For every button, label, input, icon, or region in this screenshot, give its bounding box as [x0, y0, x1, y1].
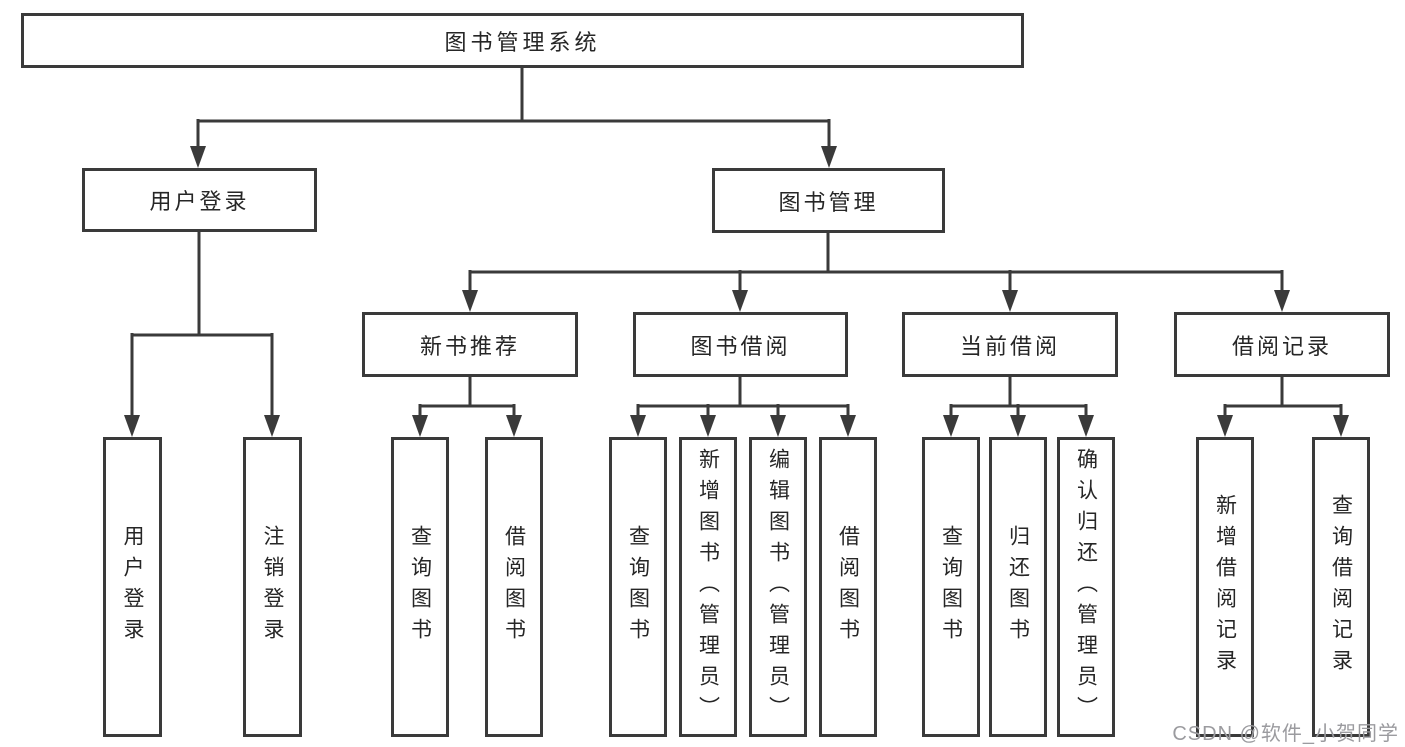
arrow-current-borrowing-icon	[1002, 290, 1018, 312]
arrow-leaf-cb-query-icon	[943, 415, 959, 437]
arrow-leaf-cb-return-icon	[1010, 415, 1026, 437]
leaf-recommend-query-books: 查询图书	[391, 437, 449, 737]
leaf-recommend-query-books-label: 查询图书	[408, 525, 432, 649]
arrow-book-borrowing-icon	[732, 290, 748, 312]
arrow-leaf-bb-borrow-icon	[840, 415, 856, 437]
leaf-records-add-borrow-record: 新增借阅记录	[1196, 437, 1254, 737]
node-user-login: 用户登录	[82, 168, 317, 232]
arrow-book-management-icon	[821, 146, 837, 168]
arrow-leaf-bb-query-icon	[630, 415, 646, 437]
node-new-book-recommend: 新书推荐	[362, 312, 578, 377]
leaf-current-confirm-return-admin-label: 确认归还（管理员）	[1074, 447, 1098, 727]
node-current-borrowing: 当前借阅	[902, 312, 1118, 377]
leaf-records-query-borrow-record-label: 查询借阅记录	[1329, 494, 1353, 680]
node-book-management-system-label: 图书管理系统	[444, 29, 601, 55]
node-borrowing-records-label: 借阅记录	[1231, 333, 1332, 359]
leaf-borrowing-edit-books-admin: 编辑图书（管理员）	[749, 437, 807, 737]
leaf-borrowing-query-books-label: 查询图书	[626, 525, 650, 649]
arrow-leaf-logout-icon	[264, 415, 280, 437]
leaf-borrowing-add-books-admin: 新增图书（管理员）	[679, 437, 737, 737]
arrow-leaf-rec-query-icon	[412, 415, 428, 437]
leaf-records-add-borrow-record-label: 新增借阅记录	[1213, 494, 1237, 680]
leaf-current-query-books: 查询图书	[922, 437, 980, 737]
arrow-leaf-br-add-icon	[1217, 415, 1233, 437]
arrow-leaf-br-query-icon	[1333, 415, 1349, 437]
arrow-user-login-icon	[190, 146, 206, 168]
arrow-borrowing-records-icon	[1274, 290, 1290, 312]
arrow-new-book-recommend-icon	[462, 290, 478, 312]
leaf-current-return-books: 归还图书	[989, 437, 1047, 737]
arrow-leaf-bb-add-icon	[700, 415, 716, 437]
leaf-borrowing-edit-books-admin-label: 编辑图书（管理员）	[766, 447, 790, 727]
leaf-borrowing-borrow-books: 借阅图书	[819, 437, 877, 737]
leaf-current-query-books-label: 查询图书	[939, 525, 963, 649]
leaf-borrowing-add-books-admin-label: 新增图书（管理员）	[696, 447, 720, 727]
node-book-management: 图书管理	[712, 168, 945, 233]
node-book-management-system: 图书管理系统	[21, 13, 1024, 68]
node-user-login-label: 用户登录	[149, 189, 250, 214]
arrow-leaf-user-login-icon	[124, 415, 140, 437]
node-new-book-recommend-label: 新书推荐	[419, 333, 520, 359]
leaf-logout-login-label: 注销登录	[261, 525, 284, 649]
node-borrowing-records: 借阅记录	[1174, 312, 1390, 377]
leaf-recommend-borrow-books: 借阅图书	[485, 437, 543, 737]
leaf-recommend-borrow-books-label: 借阅图书	[502, 525, 526, 649]
leaf-records-query-borrow-record: 查询借阅记录	[1312, 437, 1370, 737]
leaf-borrowing-query-books: 查询图书	[609, 437, 667, 737]
leaf-current-confirm-return-admin: 确认归还（管理员）	[1057, 437, 1115, 737]
leaf-logout-login: 注销登录	[243, 437, 302, 737]
node-book-borrowing: 图书借阅	[633, 312, 848, 377]
csdn-watermark: CSDN @软件_小贺同学	[1172, 723, 1399, 745]
node-current-borrowing-label: 当前借阅	[959, 333, 1060, 359]
leaf-user-login-label: 用户登录	[121, 525, 144, 649]
arrow-leaf-bb-edit-icon	[770, 415, 786, 437]
arrow-leaf-cb-confirm-icon	[1078, 415, 1094, 437]
node-book-borrowing-label: 图书借阅	[690, 333, 791, 359]
arrow-leaf-rec-borrow-icon	[506, 415, 522, 437]
leaf-borrowing-borrow-books-label: 借阅图书	[836, 525, 860, 649]
leaf-user-login: 用户登录	[103, 437, 162, 737]
leaf-current-return-books-label: 归还图书	[1006, 525, 1030, 649]
node-book-management-label: 图书管理	[778, 189, 879, 215]
